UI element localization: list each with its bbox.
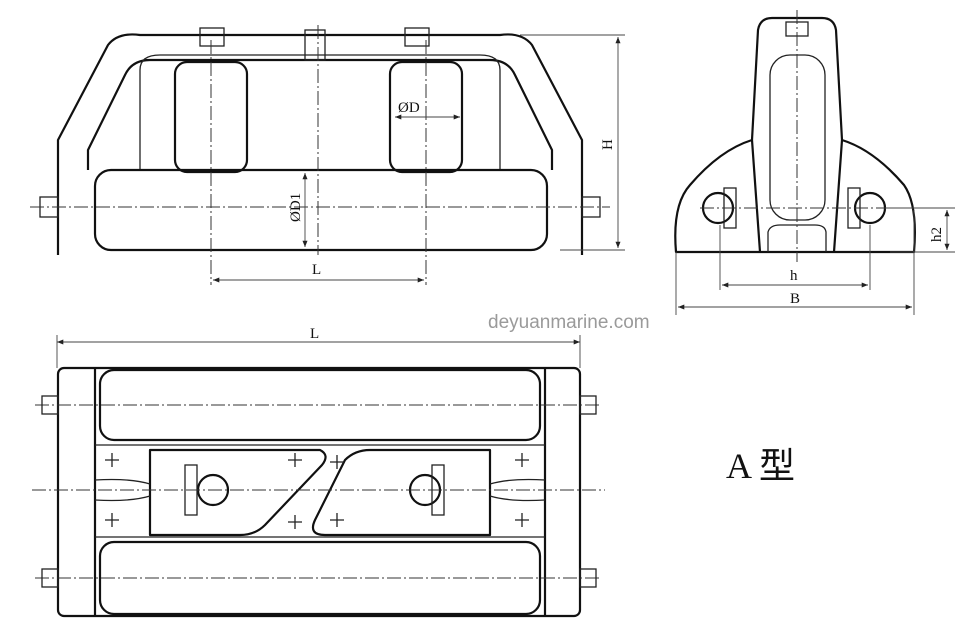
main-roller-diameter-label: ØD1 (288, 193, 304, 222)
roller-diameter-label: ØD (398, 100, 420, 116)
bolt-spacing-label: h (790, 268, 798, 284)
left-plate (148, 448, 327, 537)
side-outline (674, 16, 916, 254)
bolt-icon (579, 395, 597, 415)
bottom-roller (98, 540, 542, 616)
bolt-icon (579, 568, 597, 588)
bolt-icon (41, 568, 59, 588)
base-plate-outline (56, 366, 582, 618)
length-label: L (312, 262, 321, 278)
front-view: L ØD ØD1 H (30, 25, 625, 285)
top-roller (98, 368, 542, 442)
horizontal-roller (93, 168, 549, 252)
side-view: h B h2 (674, 10, 955, 315)
type-label: A 型 (726, 446, 795, 486)
front-frame-outline (56, 33, 584, 255)
width-label: B (790, 291, 800, 307)
height-label: H (600, 139, 616, 150)
overall-length-label: L (310, 326, 319, 342)
cross-marks (105, 453, 529, 529)
right-plate (311, 448, 492, 537)
top-view: L (32, 326, 605, 618)
bolt-icon (41, 395, 59, 415)
watermark: deyuanmarine.com (488, 312, 650, 333)
bolt-height-label: h2 (929, 227, 945, 242)
front-inner-frame (86, 58, 554, 170)
